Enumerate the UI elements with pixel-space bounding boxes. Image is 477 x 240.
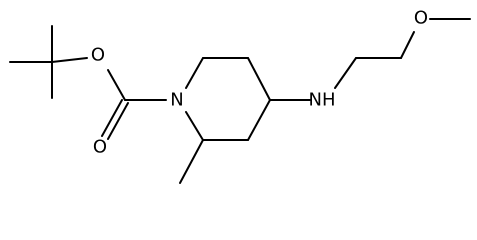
- bond-tbutyl-to-ester-oxygen: [51, 57, 88, 63]
- bond-carbonyl-double-a: [101, 99, 123, 137]
- chemical-structure-diagram: O O N NH O: [9, 8, 471, 184]
- ether-oxygen-label: O: [414, 8, 428, 29]
- bond-ring-c4-to-c5: [247, 99, 271, 141]
- atom-label-layer: O O N NH O: [91, 8, 428, 158]
- bond-ring-c3-to-c4: [247, 57, 271, 101]
- bond-ester-oxygen-to-carbonyl: [107, 69, 126, 101]
- ester-oxygen-label: O: [91, 45, 105, 66]
- bond-carbonyl-double-b: [107, 102, 129, 140]
- bond-ch2-to-ether-oxygen: [400, 31, 415, 59]
- amine-label: NH: [309, 90, 336, 111]
- ring-nitrogen-label: N: [170, 90, 183, 111]
- bond-ring-c6-to-n: [185, 111, 204, 141]
- carbonyl-oxygen-label: O: [93, 137, 107, 158]
- bond-ring-n-to-c2: [185, 57, 204, 89]
- bond-ring-methyl: [179, 139, 204, 184]
- bond-amine-to-ch2: [334, 57, 357, 89]
- bond-layer: [9, 18, 471, 184]
